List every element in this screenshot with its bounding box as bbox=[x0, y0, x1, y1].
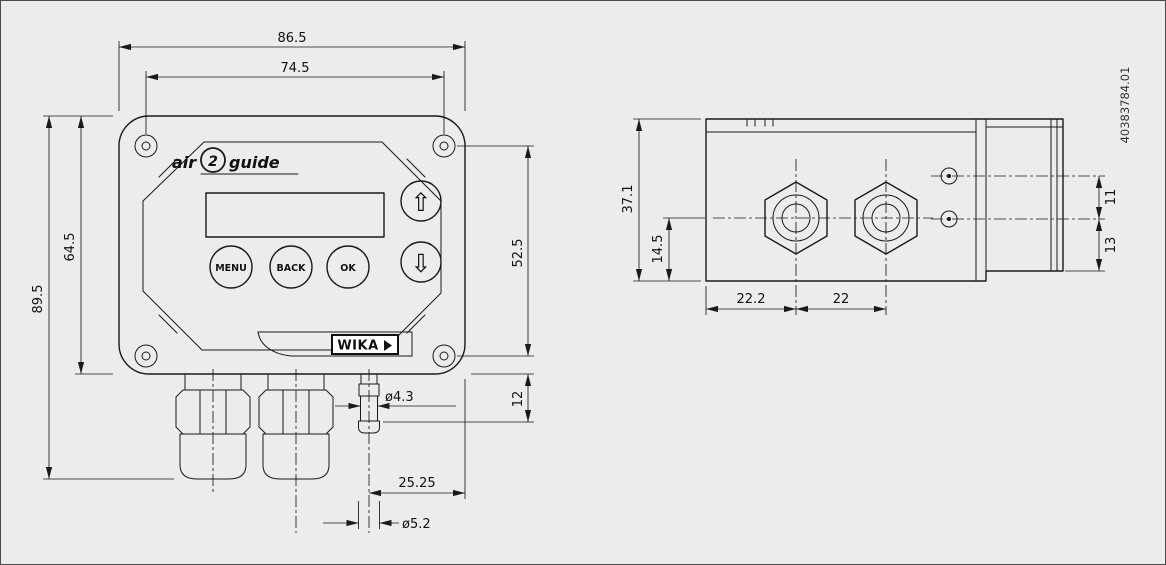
wika-logo-triangle bbox=[384, 340, 392, 351]
dim-label-74-5: 74.5 bbox=[281, 61, 310, 76]
screw-hole-center bbox=[439, 141, 449, 151]
screw-hole bbox=[432, 344, 456, 368]
dim-hole-to-bottom: 13 bbox=[1065, 219, 1119, 272]
drawing-number: 40383784.01 bbox=[1118, 67, 1132, 144]
gland-nut-facets bbox=[199, 389, 227, 435]
lcd-display bbox=[205, 192, 385, 238]
dim-hole-spacing: 11 bbox=[1095, 176, 1119, 219]
arrow-down-icon: ⇩ bbox=[411, 249, 432, 278]
logo-2-text: 2 bbox=[208, 154, 218, 170]
dim-depth: 37.1 bbox=[621, 118, 701, 282]
dim-label-37-1: 37.1 bbox=[621, 185, 636, 214]
dim-label-89-5: 89.5 bbox=[31, 285, 46, 314]
dim-label-14-5: 14.5 bbox=[651, 235, 666, 264]
logo-air-text: air bbox=[172, 153, 197, 172]
side-view: 37.1 14.5 22.2 22 11 13 bbox=[621, 118, 1119, 315]
front-centerlines bbox=[212, 369, 370, 533]
dim-label-22-2: 22.2 bbox=[737, 292, 766, 307]
side-centerlines bbox=[713, 159, 1105, 315]
gland-cap bbox=[179, 433, 247, 480]
dim-gland-spacing: 22 bbox=[796, 292, 886, 313]
gland-nut bbox=[258, 389, 334, 435]
dim-overall-height: 89.5 bbox=[31, 115, 174, 480]
dim-label-12: 12 bbox=[511, 391, 526, 408]
mounting-screws bbox=[134, 134, 456, 368]
dim-port-diameter: ø4.3 bbox=[335, 390, 456, 410]
screw-hole-center bbox=[141, 351, 151, 361]
dim-gland1-offset: 22.2 bbox=[705, 286, 796, 315]
screw-hole bbox=[432, 134, 456, 158]
dim-port-offset: 25.25 bbox=[369, 379, 466, 499]
dim-port-length: 12 bbox=[383, 373, 534, 423]
wika-logo-text: WIKA bbox=[337, 339, 378, 354]
dim-label-11: 11 bbox=[1104, 189, 1119, 206]
arrow-buttons: ⇧ ⇩ bbox=[400, 180, 442, 283]
pressure-port bbox=[358, 373, 380, 434]
arrow-down-button bbox=[400, 241, 442, 283]
logo-2-circle bbox=[200, 147, 226, 173]
dim-label-13: 13 bbox=[1104, 237, 1119, 254]
connection-holes bbox=[940, 167, 958, 228]
back-button-label: BACK bbox=[277, 263, 307, 274]
dim-label-4-3: ø4.3 bbox=[385, 390, 414, 405]
gland-nut-facets bbox=[282, 389, 310, 435]
side-body-outline bbox=[705, 118, 1064, 282]
ok-button bbox=[326, 245, 370, 289]
screw-hole bbox=[134, 134, 158, 158]
corner-chamfer-ticks bbox=[158, 158, 426, 334]
label-recess bbox=[257, 331, 413, 357]
dim-label-5-2: ø5.2 bbox=[402, 517, 431, 532]
arrow-up-icon: ⇧ bbox=[411, 188, 432, 217]
dim-label-64-5: 64.5 bbox=[63, 233, 78, 262]
control-buttons: MENU BACK OK bbox=[209, 245, 370, 289]
dim-hole-spacing-y: 52.5 bbox=[457, 145, 534, 357]
dim-overall-width: 86.5 bbox=[118, 31, 466, 111]
dim-label-52-5: 52.5 bbox=[511, 239, 526, 268]
dim-body-height: 64.5 bbox=[63, 116, 113, 375]
dim-label-25-25: 25.25 bbox=[398, 476, 435, 491]
dim-label-86-5: 86.5 bbox=[278, 31, 307, 46]
dim-gland-axis-height: 14.5 bbox=[651, 217, 705, 281]
air2guide-logo: air 2 guide bbox=[172, 147, 299, 175]
wika-logo: WIKA bbox=[331, 334, 399, 355]
screw-hole-center bbox=[439, 351, 449, 361]
gland-nut bbox=[175, 389, 251, 435]
gland-cap bbox=[262, 433, 330, 480]
logo-guide-text: guide bbox=[229, 153, 280, 172]
dim-tip-diameter: ø5.2 bbox=[323, 501, 431, 532]
back-button bbox=[269, 245, 313, 289]
port-tip bbox=[358, 420, 380, 434]
front-view: air 2 guide MENU BACK OK ⇧ ⇩ WIKA bbox=[31, 31, 534, 533]
ok-button-label: OK bbox=[340, 263, 356, 274]
arrow-up-button bbox=[400, 180, 442, 222]
enclosure-outline bbox=[118, 115, 466, 375]
menu-button bbox=[209, 245, 253, 289]
wika-logo-box bbox=[331, 334, 399, 355]
dim-hole-spacing-x: 74.5 bbox=[145, 61, 445, 134]
screw-hole-center bbox=[141, 141, 151, 151]
menu-button-label: MENU bbox=[215, 263, 247, 274]
dim-label-22: 22 bbox=[833, 292, 850, 307]
screw-hole bbox=[134, 344, 158, 368]
side-body-details bbox=[705, 118, 1064, 282]
cable-gland-1 bbox=[175, 373, 251, 480]
